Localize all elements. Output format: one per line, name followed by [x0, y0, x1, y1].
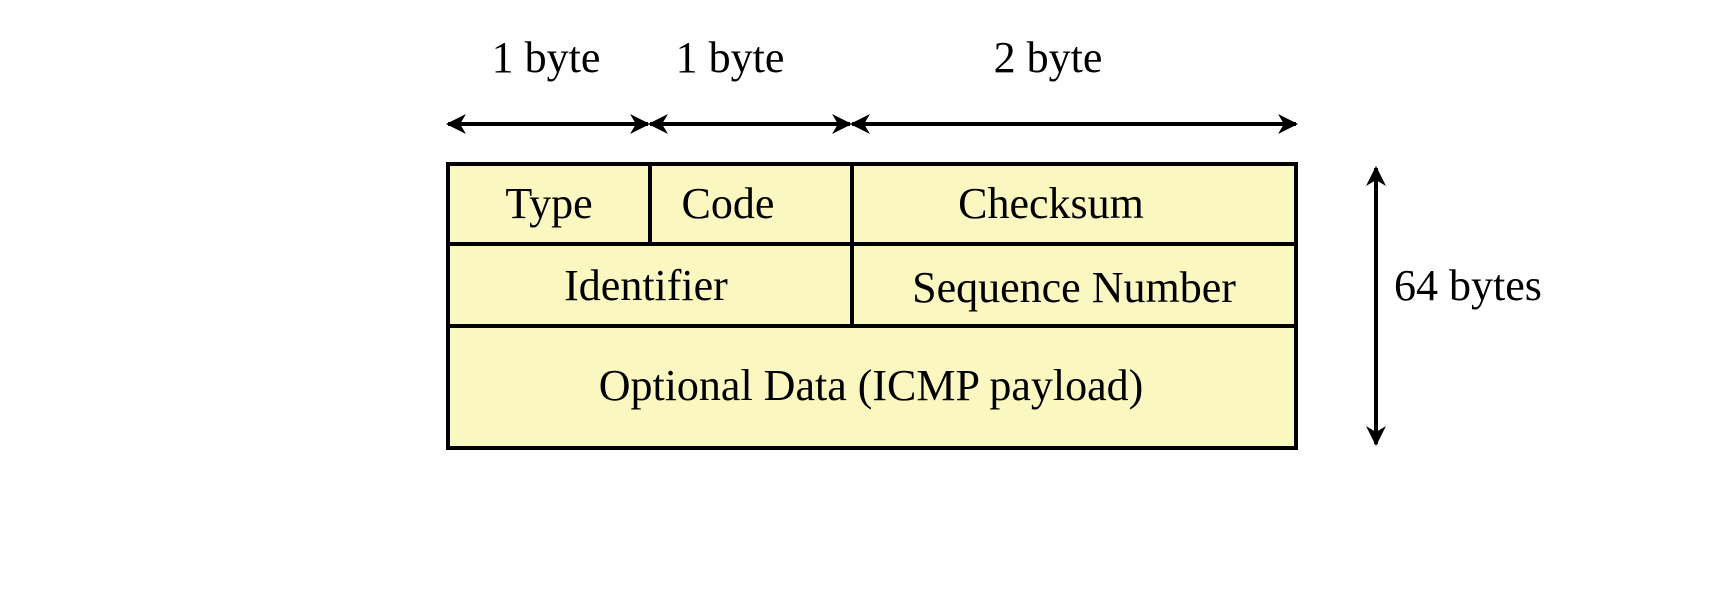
optional-data-cell	[446, 324, 1298, 450]
checksum-cell	[850, 162, 1298, 246]
code-width-label: 1 byte	[676, 33, 785, 82]
checksum-width-label: 2 byte	[994, 33, 1103, 82]
type-cell	[446, 162, 652, 246]
checksum-field-label: Checksum	[958, 179, 1144, 228]
type-field-label: Type	[505, 179, 592, 228]
packet-table	[446, 162, 1298, 450]
code-cell	[648, 162, 854, 246]
type-width-label: 1 byte	[492, 33, 601, 82]
height-label: 64 bytes	[1394, 261, 1542, 310]
identifier-field-label: Identifier	[564, 261, 728, 310]
code-field-label: Code	[682, 179, 775, 228]
sequence-number-field-label: Sequence Number	[912, 263, 1236, 312]
optional-data-field-label: Optional Data (ICMP payload)	[599, 361, 1144, 410]
